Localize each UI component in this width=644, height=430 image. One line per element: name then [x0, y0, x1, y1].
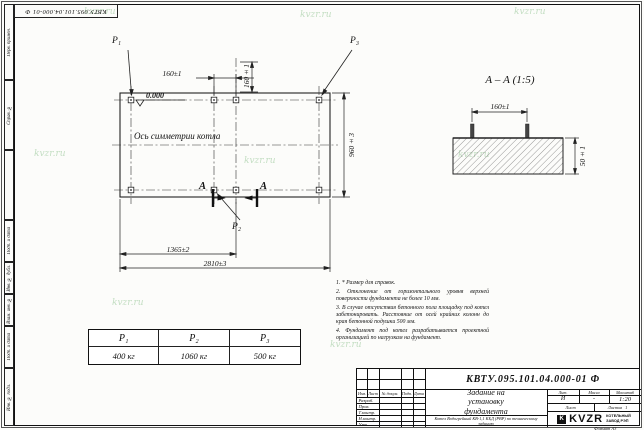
margin-box-podp-data-2: Подп. и дата [4, 326, 14, 368]
dim-top-horizontal: 160±1 [162, 69, 182, 78]
load-point-p3-label: P₃ [350, 36, 360, 46]
margin-box-vzam-inv: Взам. инв. № [4, 294, 14, 326]
dimension-lines [118, 60, 350, 272]
role-tkontr: Т.контр. [358, 409, 376, 415]
load-table-header: P₃ [229, 330, 300, 347]
margin-box-sprav-n: Справ. № [4, 80, 14, 150]
kvzr-logo: K KVZR КОТЕЛЬНЫЙ ЗАВОД РЭП [547, 411, 641, 427]
sheet-label: Лист [565, 404, 576, 410]
col-list: Лист [368, 390, 378, 396]
load-table-value: 400 кг [89, 347, 160, 364]
lit-value: И [560, 396, 566, 402]
corner-stamp: КВТУ.095.101.04.000-01 Ф [14, 4, 118, 18]
sheets-label: Листов [607, 404, 623, 410]
load-point-p1-label: P₁ [112, 36, 122, 46]
note-item: 2. Отклонение от горизонтального уровня … [336, 288, 489, 302]
anchor-bolts [127, 96, 323, 194]
section-view-linework [452, 108, 579, 176]
margin-box-perv-primen: Перв. примен. [4, 4, 14, 80]
sheets-count: 1 [625, 404, 628, 410]
scale-header: Масштаб [616, 389, 634, 395]
load-table-value: 1060 кг [159, 347, 230, 364]
section-view-title: А – А (1:5) [485, 74, 535, 86]
kvzr-logo-text: KVZR [569, 413, 604, 425]
elevation-value: 0.000 [146, 91, 164, 100]
load-table-header: P₂ [159, 330, 230, 347]
dim-text: 50±1 [577, 145, 587, 167]
dim-bottom-outer: 2810±3 [203, 259, 227, 268]
kvzr-logo-sub-line2: ЗАВОД РЭП [606, 419, 629, 423]
note-item: 4. Фундамент под котел разрабатывается п… [336, 327, 489, 342]
elevation-mark [135, 99, 185, 107]
mass-value: - [593, 396, 595, 402]
load-table-value: 500 кг [253, 350, 276, 361]
col-n-dokum: № докум. [381, 390, 399, 396]
role-nkontr: Н.контр. [358, 415, 377, 421]
kvzr-logo-sub-line1: КОТЕЛЬНЫЙ [606, 414, 631, 419]
section-letter-a-left: A [199, 181, 207, 192]
load-table-header: P₁ [89, 330, 160, 347]
scale-value: 1:20 [619, 395, 631, 403]
role-prov: Пров. [358, 403, 370, 409]
drawing-frame [14, 4, 640, 426]
title-block: КВТУ.095.101.04.000-01 Ф Изм. Лист № док… [356, 368, 641, 427]
section-dim-width: 160±1 [490, 102, 510, 111]
margin-box-empty [4, 150, 14, 220]
product-name: Котел Водогрейный КВ-1,1 КБД (РВР) по те… [434, 415, 538, 426]
load-point-p2-label: P₂ [232, 222, 242, 232]
dim-right-vertical: 960±3 [346, 123, 356, 167]
lit-header: Лит. [558, 389, 568, 395]
col-izm: Изм. [357, 390, 367, 396]
margin-box-inv-podl: Инв. № подл. [4, 368, 14, 426]
role-utv: Утв. [358, 421, 369, 427]
dim-bottom-inner: 1365±2 [166, 245, 190, 254]
document-title: Задание на установку фундамента [464, 388, 508, 416]
mass-header: Масса [588, 389, 600, 395]
margin-box-inv-dubl: Инв. № дубл. [4, 262, 14, 294]
doc-number: КВТУ.095.101.04.000-01 Ф [466, 373, 600, 385]
section-dim-height: 50±1 [577, 141, 587, 171]
technical-notes: 1. * Размер для справок. 2. Отклонение о… [336, 280, 489, 344]
col-podp: Подп. [401, 390, 413, 396]
dim-top-vertical: 160±1 [241, 59, 251, 93]
section-cut-marks [211, 189, 259, 207]
dim-text: 160±1 [241, 64, 251, 88]
sheets-cell: Листов 1 [594, 403, 641, 411]
dim-text: 960±3 [346, 133, 356, 157]
section-letter-a-right: A [260, 181, 268, 192]
role-razrab: Разраб. [358, 397, 374, 403]
note-item: 3. В случае отсутствия бетонного пола пл… [336, 304, 489, 326]
load-table: P₁ P₂ P₃ 400 кг 1060 кг 500 кг [88, 329, 301, 365]
kvzr-logo-subtext: КОТЕЛЬНЫЙ ЗАВОД РЭП [606, 414, 631, 423]
margin-box-podp-data-1: Подп. и дата [4, 220, 14, 262]
kvzr-logo-icon: K [557, 414, 567, 424]
format-label: Формат А3 [594, 425, 617, 430]
symmetry-axis-label: Ось симметрии котла [134, 131, 221, 141]
note-item: 1. * Размер для справок. [336, 280, 396, 286]
col-data: Дата [414, 390, 424, 396]
